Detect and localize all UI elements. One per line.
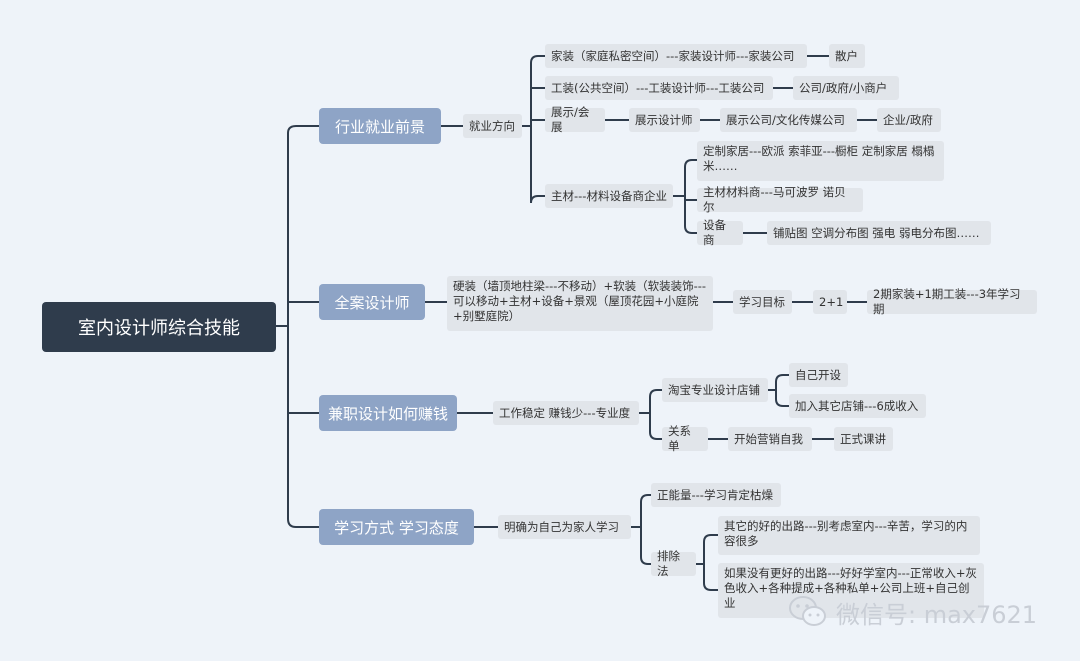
learning-goal-node[interactable]: 学习目标 (733, 290, 792, 314)
exhibition-node[interactable]: 展示/会展 (545, 105, 605, 134)
custom-furniture-node[interactable]: 定制家居---欧派 索菲亚---橱柜 定制家居 榻榻米…… (697, 141, 944, 181)
study-purpose-node[interactable]: 明确为自己为家人学习 (498, 515, 631, 539)
commercial-decoration-end-node[interactable]: 公司/政府/小商户 (793, 76, 899, 100)
relationship-orders-node[interactable]: 关系单 (662, 424, 708, 453)
no-better-option-node[interactable]: 如果没有更好的出路---好好学室内---正常收入+灰色收入+各种提成+各种私单+… (718, 563, 984, 618)
home-decoration-end-node[interactable]: 散户 (829, 44, 865, 68)
positive-energy-node[interactable]: 正能量---学习肯定枯燥 (651, 483, 781, 507)
branch-full-case-designer[interactable]: 全案设计师 (319, 284, 425, 320)
elimination-node[interactable]: 排除法 (651, 549, 696, 578)
self-marketing-node[interactable]: 开始营销自我 (728, 427, 812, 451)
equipment-drawings-node[interactable]: 铺贴图 空调分布图 强电 弱电分布图…… (767, 221, 991, 245)
home-decoration-node[interactable]: 家装（家庭私密空间）---家装设计师---家装公司 (545, 44, 807, 68)
wechat-id-text: 微信号: max7621 (836, 600, 1038, 629)
other-option-node[interactable]: 其它的好的出路---别考虑室内---辛苦，学习的内容很多 (718, 516, 980, 555)
commercial-decoration-node[interactable]: 工装(公共空间）---工装设计师---工装公司 (545, 76, 773, 100)
main-materials-node[interactable]: 主材材料商---马可波罗 诺贝尔 (697, 185, 863, 214)
branch-parttime-earning[interactable]: 兼职设计如何赚钱 (319, 395, 457, 431)
full-case-scope-node[interactable]: 硬装（墙顶地柱梁---不移动）+软装（软装装饰---可以移动+主材+设备+景观（… (447, 276, 713, 331)
exhibition-designer-node[interactable]: 展示设计师 (629, 108, 700, 132)
equipment-supplier-node[interactable]: 设备商 (697, 218, 743, 247)
join-other-shop-node[interactable]: 加入其它店铺---6成收入 (789, 394, 926, 418)
branch-study-attitude[interactable]: 学习方式 学习态度 (319, 509, 474, 545)
materials-supplier-node[interactable]: 主材---材料设备商企业 (545, 184, 673, 208)
stable-job-node[interactable]: 工作稳定 赚钱少---专业度 (493, 401, 639, 425)
root-topic[interactable]: 室内设计师综合技能 (42, 302, 276, 352)
branch-industry-prospects[interactable]: 行业就业前景 (319, 108, 441, 144)
wechat-icon (789, 596, 826, 626)
open-own-shop-node[interactable]: 自己开设 (789, 363, 848, 387)
employment-direction-node[interactable]: 就业方向 (463, 114, 522, 138)
wechat-watermark: 微信号: max7621 (788, 594, 1037, 630)
exhibition-end-node[interactable]: 企业/政府 (877, 108, 941, 132)
two-plus-one-node[interactable]: 2+1 (813, 290, 847, 314)
formal-course-node[interactable]: 正式课讲 (834, 427, 893, 451)
study-plan-node[interactable]: 2期家装+1期工装---3年学习期 (867, 287, 1037, 316)
taobao-shop-node[interactable]: 淘宝专业设计店铺 (662, 378, 768, 402)
exhibition-company-node[interactable]: 展示公司/文化传媒公司 (720, 108, 857, 132)
